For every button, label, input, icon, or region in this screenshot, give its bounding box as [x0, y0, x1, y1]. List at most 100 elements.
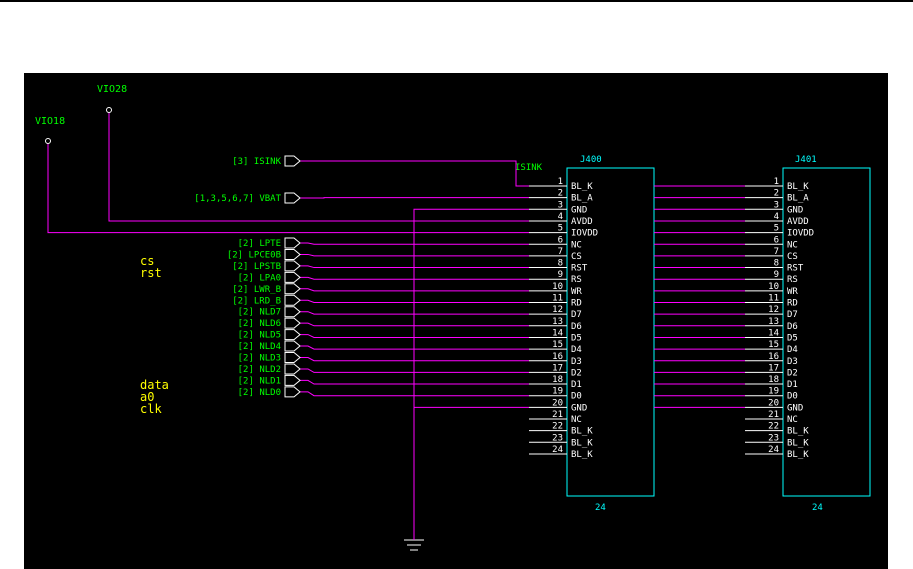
j400-pin-19-name: D0	[571, 392, 582, 402]
port-lpa0-shape	[284, 271, 301, 283]
j400-pin-21-name: NC	[571, 415, 582, 425]
j400-pin-1-name: BL_K	[571, 182, 593, 192]
wire-lwr_b	[300, 288, 529, 292]
port-nld0-label: [2] NLD0	[238, 388, 281, 398]
wire-lrd_b	[300, 299, 529, 303]
j400-pin-2-name: BL_A	[571, 194, 593, 204]
port-lpstb-shape	[284, 260, 301, 272]
j401-pin-23-number: 23	[768, 433, 779, 443]
j400-pin-15-name: D4	[571, 345, 582, 355]
signal-note-clk: clk	[140, 402, 162, 416]
port-nld7-label: [2] NLD7	[238, 308, 281, 318]
connector-j401-ref: J401	[795, 155, 817, 165]
j400-pin-18-name: D1	[571, 380, 582, 390]
connector-j400-ref: J400	[580, 155, 602, 165]
j401-pin-11-name: RD	[787, 299, 798, 309]
j401-pin-21-name: NC	[787, 415, 798, 425]
j400-pin-14-number: 14	[552, 328, 563, 338]
j401-pin-24-number: 24	[768, 445, 779, 455]
j400-pin-9-number: 9	[558, 270, 563, 280]
wire-nld6	[300, 322, 529, 327]
j401-pin-22-name: BL_K	[787, 427, 809, 437]
wire-isink	[300, 160, 529, 187]
j400-pin-16-name: D3	[571, 357, 582, 367]
port-nld3-label: [2] NLD3	[238, 354, 281, 364]
j401-pin-10-name: WR	[787, 287, 798, 297]
j401-pin-12-name: D7	[787, 310, 798, 320]
j401-pin-3-name: GND	[787, 205, 803, 215]
port-isink-label: [3] ISINK	[232, 157, 281, 167]
j401-pin-5-name: IOVDD	[787, 229, 814, 239]
j401-pin-5-number: 5	[774, 224, 779, 234]
connector-j401-value: 24	[812, 503, 823, 513]
j401-pin-20-number: 20	[768, 398, 779, 408]
j400-pin-4-number: 4	[558, 212, 563, 222]
j400-pin-13-name: D6	[571, 322, 582, 332]
port-lpte-shape	[284, 237, 301, 249]
port-nld1-shape	[284, 374, 301, 386]
j400-pin-6-number: 6	[558, 235, 563, 245]
port-vbat-shape	[284, 192, 301, 204]
j401-pin-1-number: 1	[774, 177, 779, 187]
j400-pin-5-name: IOVDD	[571, 229, 598, 239]
j401-pin-23-name: BL_K	[787, 438, 809, 448]
j401-pin-21-number: 21	[768, 410, 779, 420]
j400-pin-21-number: 21	[552, 410, 563, 420]
port-lpa0-label: [2] LPA0	[238, 273, 281, 283]
port-nld1-label: [2] NLD1	[238, 376, 281, 386]
ports-layer: [3] ISINK[1,3,5,6,7] VBAT[2] LPTE[2] LPC…	[194, 155, 301, 398]
j401-pin-17-number: 17	[768, 363, 779, 373]
port-nld6-label: [2] NLD6	[238, 319, 281, 329]
j401-pin-14-number: 14	[768, 328, 779, 338]
port-nld2-label: [2] NLD2	[238, 365, 281, 375]
j401-pin-1-name: BL_K	[787, 182, 809, 192]
j400-pin-17-number: 17	[552, 363, 563, 373]
wire-nld3	[300, 357, 529, 362]
j401-pin-16-number: 16	[768, 352, 779, 362]
j401-pin-19-name: D0	[787, 392, 798, 402]
j400-pin-6-name: NC	[571, 240, 582, 250]
j400-pin-2-number: 2	[558, 189, 563, 199]
signal-note-a0: a0	[140, 390, 154, 404]
j400-pin-11-name: RD	[571, 299, 582, 309]
j400-pin-9-name: RS	[571, 275, 582, 285]
j400-pin-23-name: BL_K	[571, 438, 593, 448]
j401-pin-11-number: 11	[768, 294, 779, 304]
j400-pin-24-number: 24	[552, 445, 563, 455]
j400-pin-3-number: 3	[558, 200, 563, 210]
j400-pin-13-number: 13	[552, 317, 563, 327]
j400-pin-1-number: 1	[558, 177, 563, 187]
j400-pin-12-number: 12	[552, 305, 563, 315]
j400-pin-12-name: D7	[571, 310, 582, 320]
wires-layer	[47, 113, 745, 540]
j400-pin-14-name: D5	[571, 333, 582, 343]
j400-pin-20-name: GND	[571, 403, 587, 413]
j401-pin-19-number: 19	[768, 387, 779, 397]
j401-pin-24-name: BL_K	[787, 450, 809, 460]
port-lrd_b-shape	[284, 294, 301, 306]
wire-nld2	[300, 368, 529, 373]
j401-pin-6-name: NC	[787, 240, 798, 250]
j400-pin-16-number: 16	[552, 352, 563, 362]
j401-pin-6-number: 6	[774, 235, 779, 245]
port-lwr_b-shape	[284, 283, 301, 295]
wire-nld5	[300, 334, 529, 338]
wire-lpa0	[300, 276, 529, 280]
port-lpte-label: [2] LPTE	[238, 239, 281, 249]
connector-j400-value: 24	[595, 503, 606, 513]
j401-pin-13-name: D6	[787, 322, 798, 332]
j400-pin-8-number: 8	[558, 259, 563, 269]
j400-pin-24-name: BL_K	[571, 450, 593, 460]
vio18-wire	[47, 144, 529, 234]
j401-pin-18-name: D1	[787, 380, 798, 390]
wire-lpce0b	[300, 253, 529, 257]
j400-pin-23-number: 23	[552, 433, 563, 443]
j401-pin-8-name: RST	[787, 264, 804, 274]
j401-pin-4-name: AVDD	[787, 217, 809, 227]
j401-pin-20-name: GND	[787, 403, 803, 413]
j400-pin-15-number: 15	[552, 340, 563, 350]
j400-pin-22-name: BL_K	[571, 427, 593, 437]
j401-pin-7-name: CS	[787, 252, 798, 262]
j400-pin-7-name: CS	[571, 252, 582, 262]
